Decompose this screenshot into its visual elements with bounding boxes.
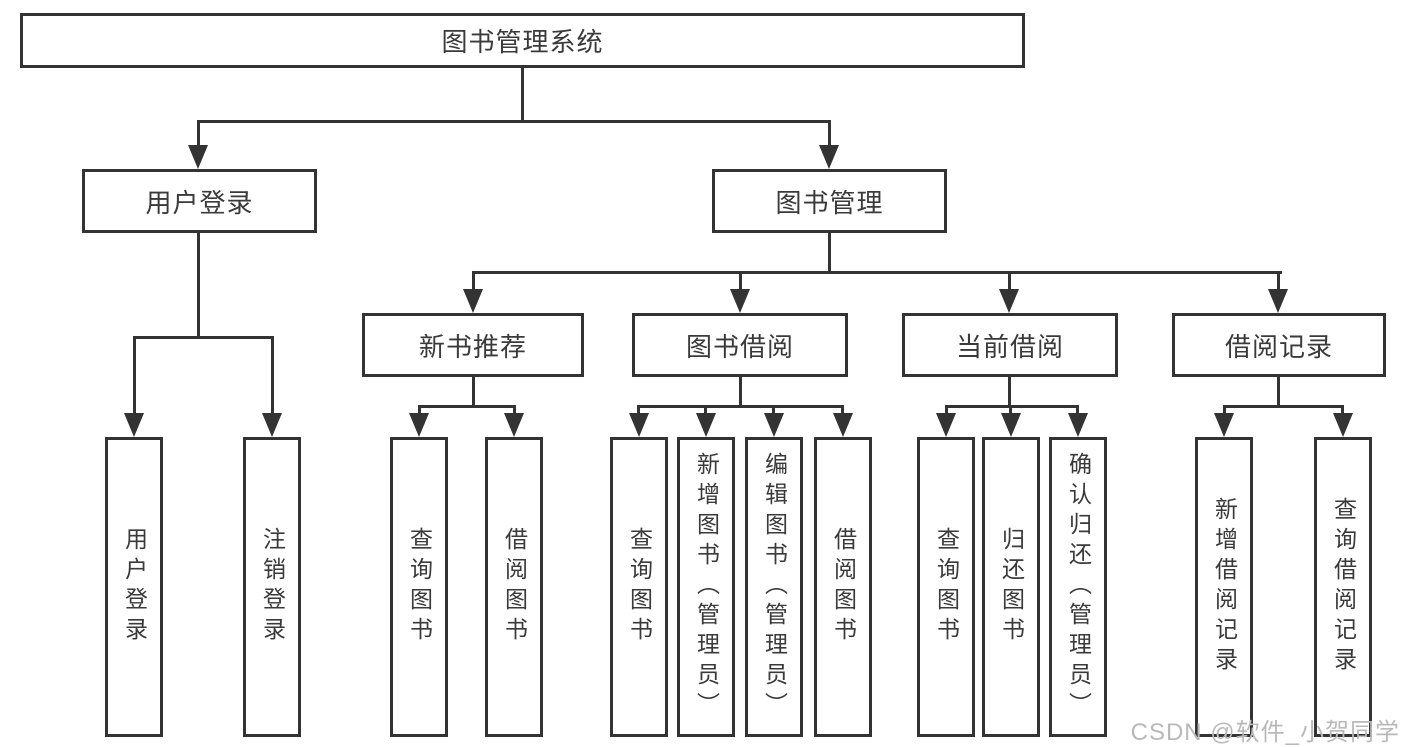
leaf-confirm-return-admin: 确认归还（管理员） bbox=[1049, 437, 1107, 737]
leaf-label: 借阅图书 bbox=[830, 527, 857, 647]
leaf-label: 新增图书（管理员） bbox=[693, 452, 720, 722]
arrow-down-icon bbox=[1268, 289, 1288, 313]
connector-line bbox=[472, 271, 1282, 274]
connector-line bbox=[704, 405, 707, 417]
connector-line bbox=[521, 68, 524, 120]
leaf-query-books-borrowing: 查询图书 bbox=[610, 437, 668, 737]
connector-line bbox=[739, 377, 742, 405]
arrow-down-icon bbox=[629, 413, 649, 437]
arrow-down-icon bbox=[1001, 413, 1021, 437]
connector-line bbox=[1008, 271, 1011, 293]
node-borrowing-records: 借阅记录 bbox=[1172, 313, 1386, 377]
leaf-add-borrow-record: 新增借阅记录 bbox=[1195, 437, 1253, 737]
connector-line bbox=[828, 120, 831, 150]
leaf-label: 查询图书 bbox=[406, 527, 433, 647]
connector-line bbox=[637, 405, 844, 408]
connector-line bbox=[513, 405, 516, 417]
leaf-query-borrow-record: 查询借阅记录 bbox=[1314, 437, 1372, 737]
connector-line bbox=[1223, 405, 1344, 408]
arrow-down-icon bbox=[999, 289, 1019, 313]
leaf-add-book-admin: 新增图书（管理员） bbox=[677, 437, 735, 737]
leaf-label: 用户登录 bbox=[121, 527, 148, 647]
arrow-down-icon bbox=[409, 413, 429, 437]
connector-line bbox=[1009, 405, 1012, 417]
connector-line bbox=[1223, 405, 1226, 417]
connector-line bbox=[772, 405, 775, 417]
arrow-down-icon bbox=[124, 413, 144, 437]
watermark: CSDN @软件_小贺同学 bbox=[1130, 719, 1400, 746]
arrow-down-icon bbox=[1333, 413, 1353, 437]
node-book-management: 图书管理 bbox=[712, 169, 947, 233]
arrow-down-icon bbox=[463, 289, 483, 313]
leaf-label: 编辑图书（管理员） bbox=[761, 452, 788, 722]
connector-line bbox=[1076, 405, 1079, 417]
node-library-management-system: 图书管理系统 bbox=[20, 13, 1025, 68]
leaf-label: 查询图书 bbox=[626, 527, 653, 647]
node-current-borrowing: 当前借阅 bbox=[902, 313, 1118, 377]
connector-line bbox=[271, 336, 274, 414]
connector-line bbox=[472, 377, 475, 405]
connector-line bbox=[637, 405, 640, 417]
node-label: 当前借阅 bbox=[955, 331, 1064, 362]
connector-line bbox=[418, 405, 516, 408]
arrow-down-icon bbox=[936, 413, 956, 437]
node-book-borrowing: 图书借阅 bbox=[632, 313, 848, 377]
leaf-label: 查询图书 bbox=[933, 527, 960, 647]
leaf-query-books-recommend: 查询图书 bbox=[390, 437, 448, 737]
leaf-label: 确认归还（管理员） bbox=[1065, 452, 1092, 722]
node-label: 图书管理系统 bbox=[441, 27, 604, 57]
connector-line bbox=[1008, 377, 1011, 405]
arrow-down-icon bbox=[833, 413, 853, 437]
connector-line bbox=[418, 405, 421, 417]
node-user-login: 用户登录 bbox=[82, 169, 317, 233]
node-label: 用户登录 bbox=[145, 187, 254, 218]
connector-line bbox=[197, 120, 831, 123]
leaf-borrow-books-borrowing: 借阅图书 bbox=[814, 437, 872, 737]
node-label: 新书推荐 bbox=[418, 331, 527, 362]
connector-line bbox=[133, 336, 136, 414]
leaf-return-book: 归还图书 bbox=[982, 437, 1040, 737]
arrow-down-icon bbox=[764, 413, 784, 437]
node-label: 图书管理 bbox=[775, 187, 884, 218]
connector-line bbox=[739, 271, 742, 293]
connector-line bbox=[1341, 405, 1344, 417]
connector-line bbox=[472, 271, 475, 293]
arrow-down-icon bbox=[730, 289, 750, 313]
arrow-down-icon bbox=[696, 413, 716, 437]
node-label: 借阅记录 bbox=[1224, 331, 1333, 362]
leaf-label: 归还图书 bbox=[998, 527, 1025, 647]
leaf-logout: 注销登录 bbox=[243, 437, 301, 737]
leaf-query-books-current: 查询图书 bbox=[917, 437, 975, 737]
leaf-label: 借阅图书 bbox=[501, 527, 528, 647]
arrow-down-icon bbox=[504, 413, 524, 437]
arrow-down-icon bbox=[1068, 413, 1088, 437]
leaf-user-login: 用户登录 bbox=[105, 437, 163, 737]
connector-line bbox=[828, 233, 831, 271]
connector-line bbox=[945, 405, 1079, 408]
connector-line bbox=[945, 405, 948, 417]
leaf-borrow-books-recommend: 借阅图书 bbox=[485, 437, 543, 737]
arrow-down-icon bbox=[1214, 413, 1234, 437]
arrow-down-icon bbox=[819, 145, 839, 169]
leaf-label: 注销登录 bbox=[259, 527, 286, 647]
arrow-down-icon bbox=[262, 413, 282, 437]
arrow-down-icon bbox=[188, 145, 208, 169]
connector-line bbox=[1277, 271, 1280, 293]
leaf-edit-book-admin: 编辑图书（管理员） bbox=[745, 437, 803, 737]
leaf-label: 新增借阅记录 bbox=[1211, 497, 1238, 677]
connector-line bbox=[841, 405, 844, 417]
leaf-label: 查询借阅记录 bbox=[1330, 497, 1357, 677]
connector-line bbox=[1277, 377, 1280, 405]
connector-line bbox=[197, 120, 200, 150]
node-label: 图书借阅 bbox=[685, 331, 794, 362]
node-new-book-recommendation: 新书推荐 bbox=[362, 313, 584, 377]
connector-line bbox=[197, 233, 200, 336]
connector-line bbox=[133, 336, 273, 339]
